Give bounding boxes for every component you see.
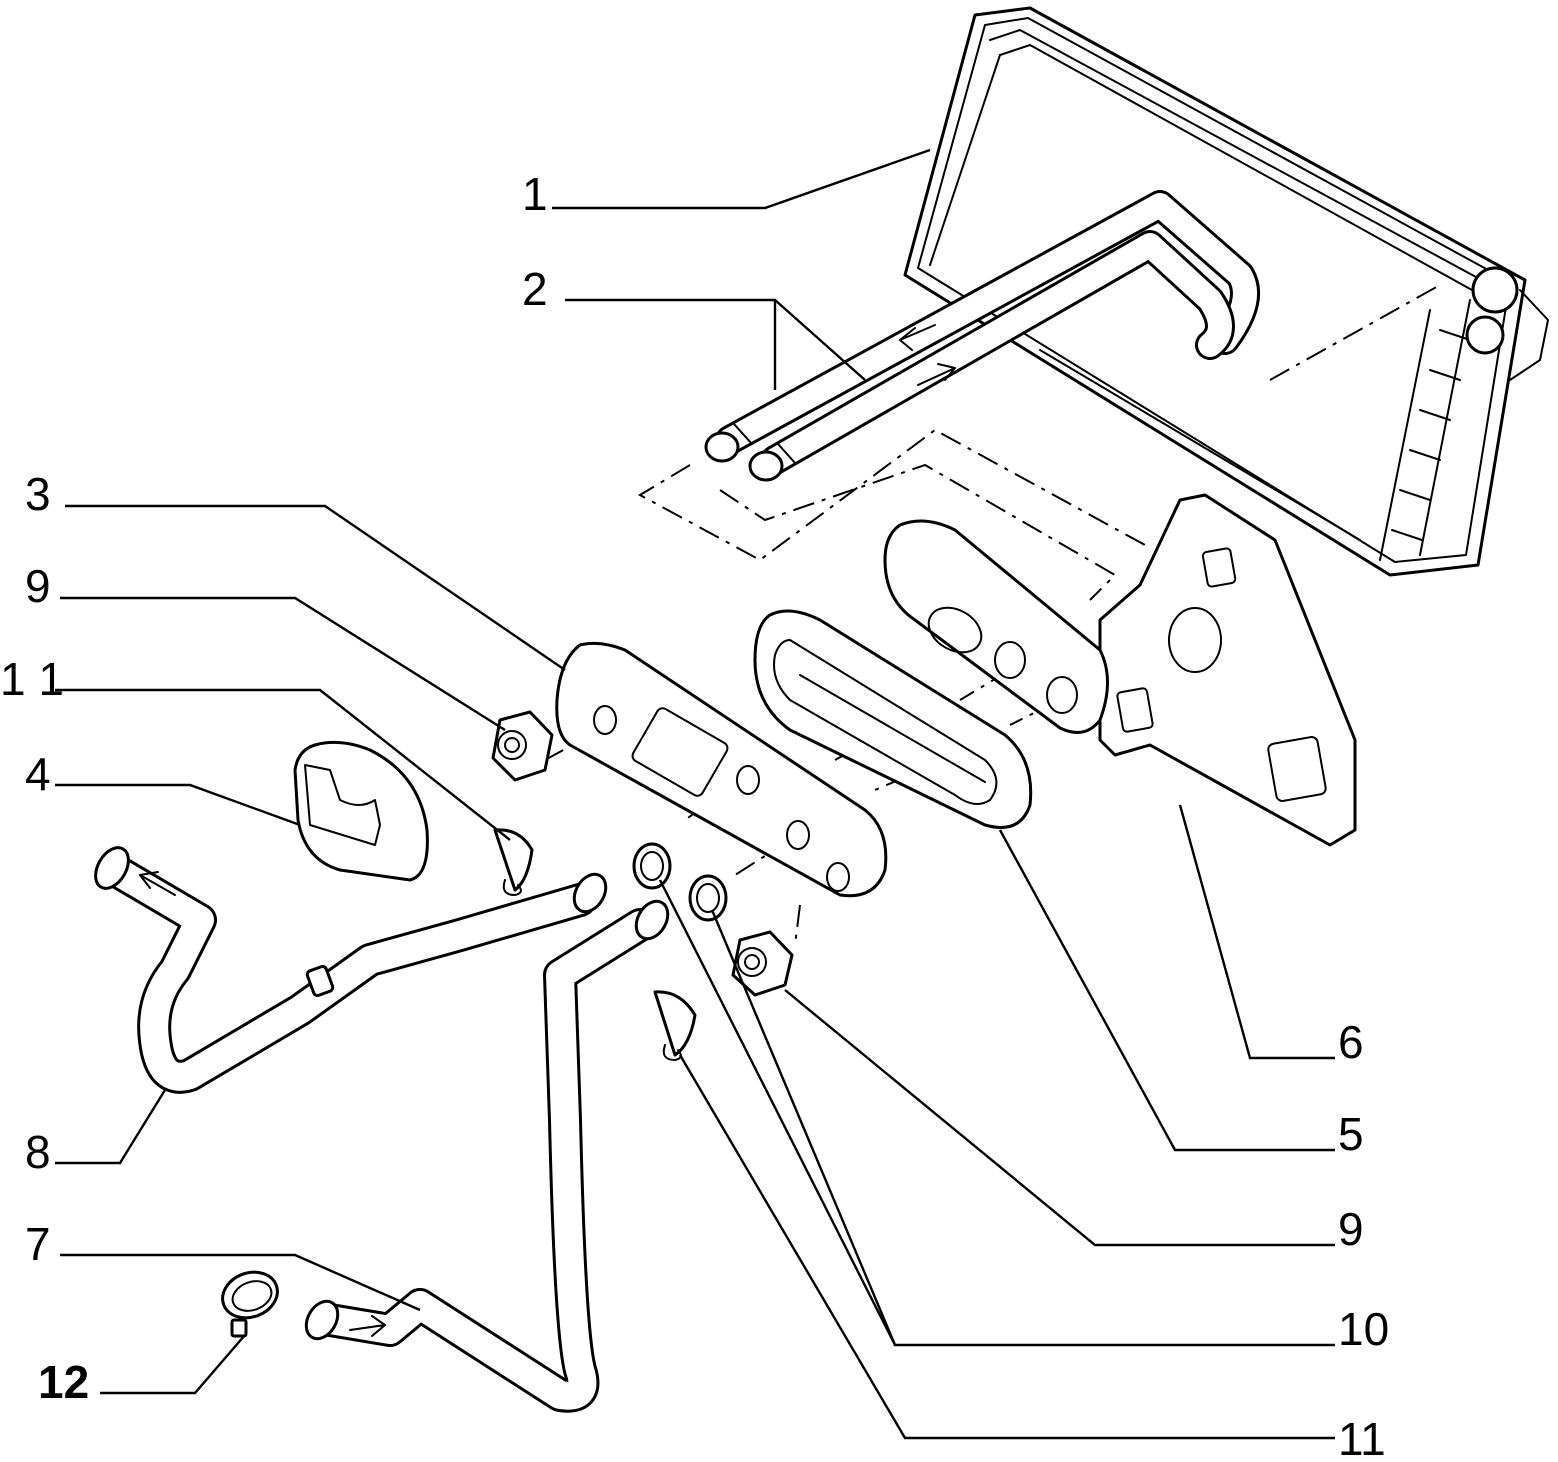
- callout-2: 2: [522, 263, 548, 315]
- heater-core-fins: [1379, 299, 1471, 561]
- nut-upper: [491, 710, 554, 782]
- flange-plate: [555, 641, 888, 898]
- heater-core-tubes: [704, 190, 1260, 482]
- hose-lower: [304, 899, 670, 1413]
- spring-clip-upper: [493, 828, 534, 896]
- callout-12: 12: [38, 1356, 89, 1408]
- callout-11-lower: 11: [1338, 1413, 1386, 1462]
- callout-8: 8: [25, 1126, 51, 1178]
- callout-11-upper: 1 1: [0, 653, 64, 705]
- callout-10: 10: [1338, 1303, 1389, 1355]
- spring-clip-lower: [653, 990, 697, 1061]
- flow-arrow-hose-upper-icon: [139, 871, 176, 896]
- flow-arrow-out-icon: [899, 324, 936, 351]
- callout-7: 7: [25, 1218, 51, 1270]
- callout-5: 5: [1338, 1108, 1364, 1160]
- callout-labels: 1 2 3 9 1 1 4 8 7 12 6 5 9 10 11: [0, 168, 1389, 1462]
- leader-lines: [55, 148, 1335, 1440]
- grommet: [293, 740, 429, 882]
- hose-clamp: [221, 1270, 279, 1338]
- callout-3: 3: [25, 468, 51, 520]
- oval-seal: [753, 609, 1033, 829]
- flow-arrow-in-icon: [917, 363, 956, 386]
- o-ring-left: [632, 842, 672, 890]
- flow-arrow-hose-lower-icon: [349, 1315, 386, 1337]
- mounting-bracket: [1098, 493, 1357, 847]
- callout-9-upper: 9: [25, 560, 51, 612]
- o-ring-right: [688, 874, 728, 922]
- callout-1: 1: [522, 168, 548, 220]
- callout-9-lower: 9: [1338, 1203, 1364, 1255]
- rear-gasket: [883, 519, 1109, 734]
- hose-upper: [94, 846, 608, 1094]
- callout-6: 6: [1338, 1016, 1364, 1068]
- callout-4: 4: [25, 748, 51, 800]
- nut-lower: [731, 930, 794, 997]
